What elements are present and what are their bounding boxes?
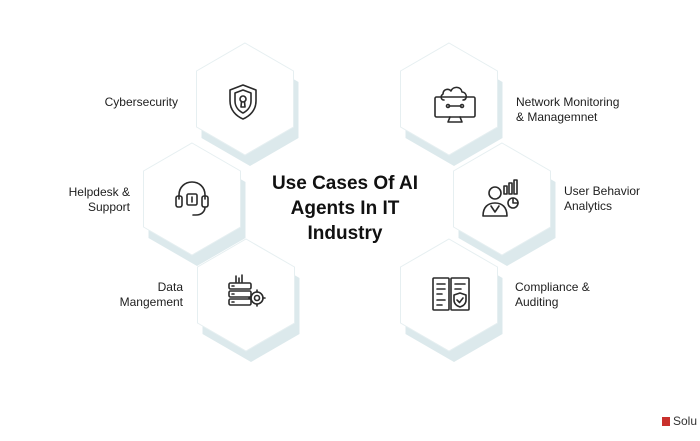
brand-text: Solu — [673, 414, 698, 428]
label-data-management: Data Mangement — [119, 280, 183, 309]
compliance-document-icon — [430, 275, 474, 313]
cloud-monitor-icon — [432, 84, 478, 124]
brand-logo: Solu — [662, 414, 700, 428]
database-gear-icon — [226, 274, 268, 310]
headset-icon — [172, 178, 212, 220]
hex-tile-cybersecurity — [196, 42, 294, 156]
label-network-monitoring: Network Monitoring & Managemnet — [516, 95, 620, 124]
label-compliance-auditing: Compliance & Auditing — [515, 280, 590, 309]
hex-tile-user-behavior-analytics — [453, 142, 551, 256]
hex-tile-data-management — [197, 238, 295, 352]
user-analytics-icon — [480, 176, 524, 220]
hex-tile-network-monitoring — [400, 42, 498, 156]
label-cybersecurity: Cybersecurity — [104, 95, 178, 109]
diagram-title: Use Cases Of AI Agents In IT Industry — [271, 173, 419, 244]
brand-mark-icon — [662, 417, 670, 426]
label-user-behavior-analytics: User Behavior Analytics — [564, 184, 641, 213]
label-helpdesk-support: Helpdesk & Support — [68, 185, 130, 214]
shield-lock-icon — [223, 82, 263, 122]
